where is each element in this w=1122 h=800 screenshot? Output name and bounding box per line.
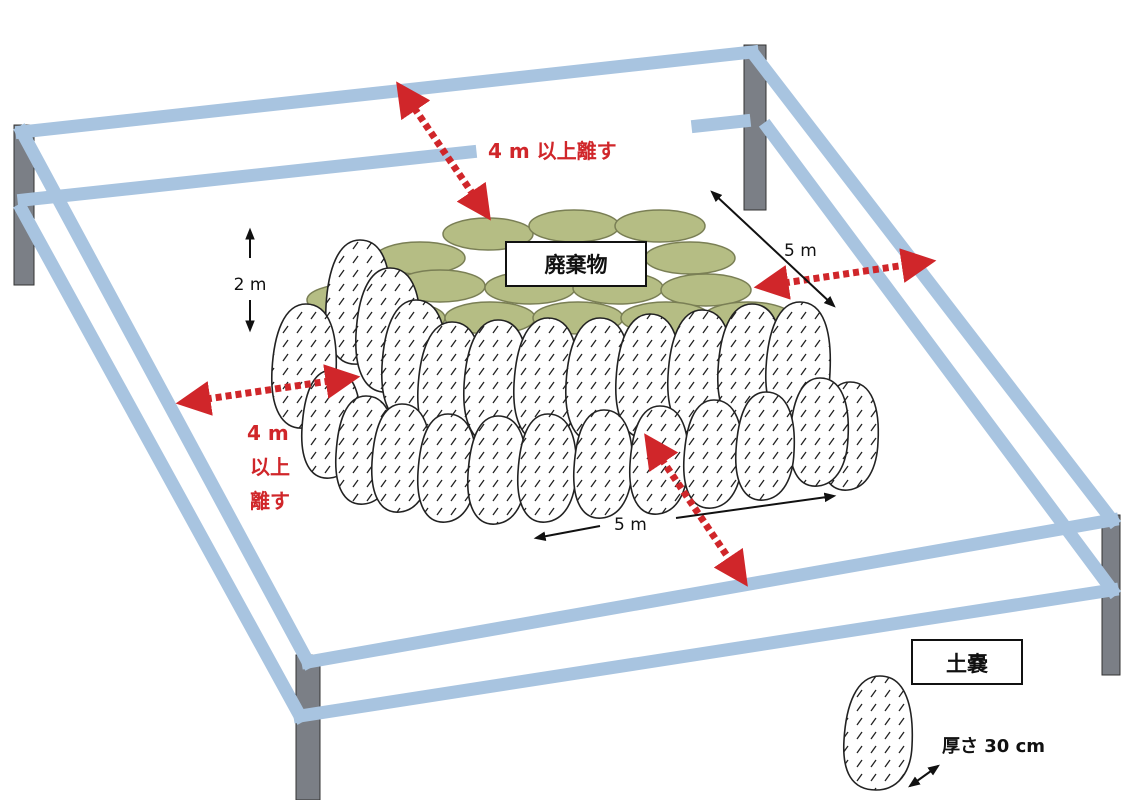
width-label-front: 5 m [614, 515, 647, 535]
width-label-right: 5 m [784, 241, 817, 261]
thickness-arrow [908, 764, 940, 788]
distance-label-left-line2: 以上 [250, 455, 290, 479]
width-front-arrow-right [675, 492, 837, 519]
arrow-front [644, 433, 748, 587]
arrow-left [175, 364, 361, 416]
waste-label-box: 廃棄物 [505, 241, 647, 287]
distance-arrows [175, 81, 937, 587]
legend-thickness: 厚さ 30 cm [942, 736, 1045, 757]
post-front-left [295, 654, 321, 800]
distance-label-left-line1: 4 m [247, 421, 289, 445]
sandbag-group [271, 239, 880, 525]
legend-title: 土嚢 [946, 652, 989, 676]
distance-label-left: 4 m 以上 離す [247, 421, 290, 513]
height-label: 2 m [234, 275, 267, 295]
width-arrow-right [710, 190, 836, 308]
legend-title-box [911, 639, 1023, 685]
arrow-back [396, 81, 491, 221]
arrow-right [753, 248, 937, 300]
waste-label: 廃棄物 [545, 253, 608, 277]
sandbag-row-upper [271, 239, 832, 447]
width-front-arrow-left [533, 525, 601, 541]
dimension-arrows [245, 190, 837, 541]
distance-label-back: 4 m 以上離す [488, 139, 617, 163]
legend-sandbag-icon [842, 675, 914, 791]
legend: 土嚢 厚さ 30 cm [842, 639, 1045, 791]
distance-label-left-line3: 離す [250, 489, 290, 513]
